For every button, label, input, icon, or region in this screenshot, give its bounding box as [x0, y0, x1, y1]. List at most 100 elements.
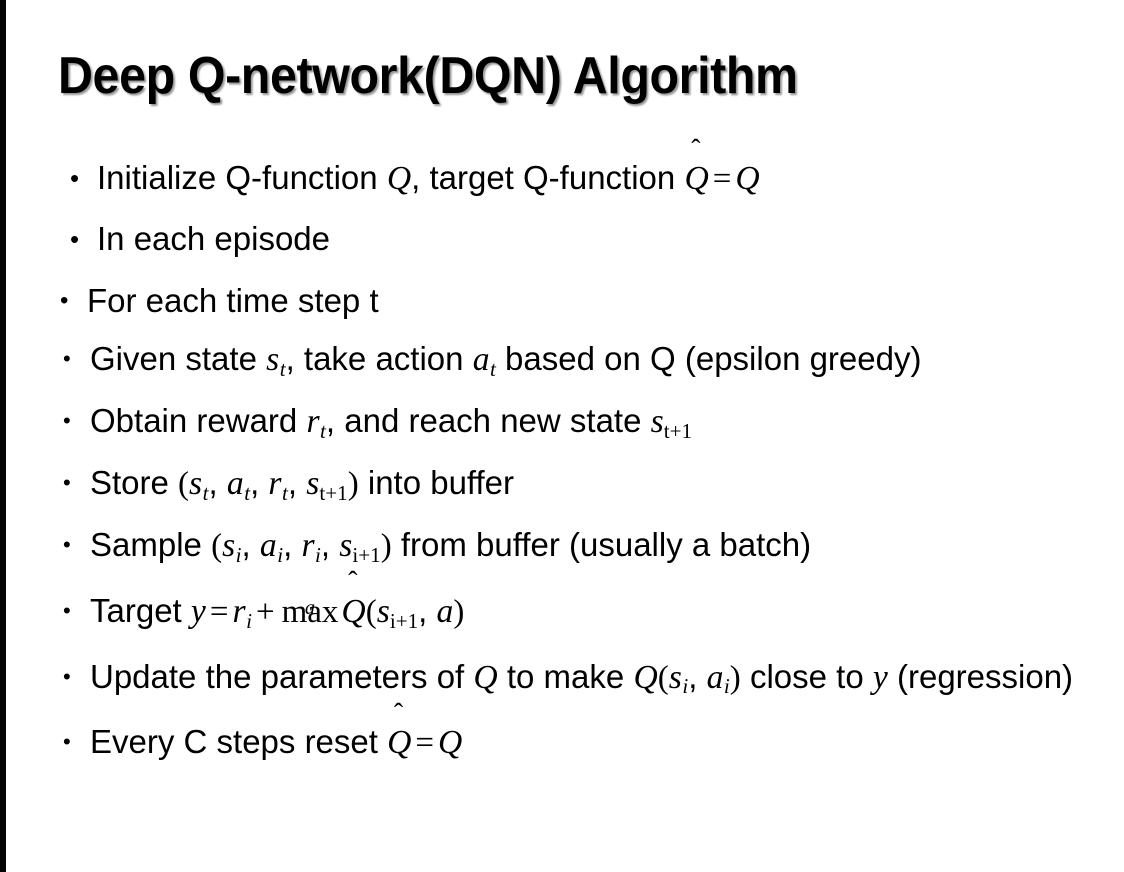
math-var-r: r	[268, 464, 282, 502]
bullet-obtain-reward-text: Obtain reward rt, and reach new state st…	[90, 395, 1114, 457]
math-var-s: s	[266, 341, 280, 378]
math-comma: ,	[241, 525, 260, 563]
bullet-marker-icon: •	[60, 287, 69, 314]
circumflex-hat-icon: ˆ	[348, 565, 358, 597]
math-sub-t: t	[244, 480, 251, 505]
text-given-state-pre: Given state	[90, 340, 267, 377]
math-comma: ,	[688, 657, 707, 695]
math-comma: ,	[287, 463, 307, 501]
text-update-pre: Update the parameters of	[90, 657, 474, 695]
bullet-given-state-text: Given state st, take action at based on …	[90, 333, 1114, 395]
bullet-store-transition: • Store (st, at, rt, st+1) into buffer	[63, 457, 1124, 519]
bullet-obtain-reward: • Obtain reward rt, and reach new state …	[63, 395, 1124, 457]
bullet-marker-icon: •	[63, 531, 71, 557]
bullet-given-state: • Given state st, take action at based o…	[63, 333, 1124, 395]
bullet-for-each-time-step-text: For each time step t	[87, 282, 379, 319]
math-var-s: s	[189, 464, 203, 502]
math-sub-t-plus-1: t+1	[663, 418, 693, 443]
text-obtain-pre: Obtain reward	[90, 401, 307, 439]
circumflex-hat-icon: ˆ	[691, 132, 701, 164]
math-comma: ,	[418, 591, 437, 629]
bullet-for-each-time-step: • For each time step t	[60, 273, 1124, 329]
bullet-marker-icon: •	[63, 729, 71, 755]
text-update-end: (regression)	[887, 657, 1074, 695]
math-sub-i-plus-1: i+1	[352, 542, 381, 567]
math-op-plus: +	[255, 593, 275, 630]
math-paren-close: )	[347, 465, 359, 502]
math-paren-close: )	[729, 659, 741, 696]
circumflex-hat-icon: ˆ	[393, 697, 404, 729]
math-var-s: s	[306, 464, 320, 502]
math-var-y: y	[190, 592, 206, 630]
math-sub-i: i	[235, 542, 242, 567]
bullet-list-level-3: • Given state st, take action at based o…	[0, 333, 1124, 773]
math-sub-t: t	[490, 356, 496, 381]
math-paren-open: (	[365, 593, 377, 630]
bullet-marker-icon: •	[70, 224, 80, 254]
math-op-equals: =	[712, 161, 732, 197]
math-var-Q-2: Q	[735, 160, 760, 197]
math-sub-i: i	[277, 542, 284, 567]
bullet-store-transition-text: Store (st, at, rt, st+1) into buffer	[90, 457, 1114, 519]
math-paren-open: (	[657, 659, 669, 696]
text-update-post: close to	[740, 657, 873, 695]
bullet-marker-icon: •	[70, 163, 80, 193]
math-sub-i: i	[315, 542, 321, 567]
math-var-Q-base: Q	[387, 724, 412, 762]
math-op-equals: =	[415, 725, 435, 762]
math-comma: ,	[208, 463, 227, 501]
math-var-Q: Q	[386, 160, 412, 197]
math-sub-i: i	[723, 674, 730, 699]
math-var-a: a	[259, 526, 277, 564]
slide-body: • Initialize Q-function Q, target Q-func…	[0, 135, 1124, 773]
math-op-max-label: max	[281, 593, 339, 630]
math-sub-t-plus-1: t+1	[319, 480, 348, 505]
math-var-r: r	[232, 592, 246, 630]
bullet-sample-batch: • Sample (si, ai, ri, si+1) from buffer …	[63, 519, 1124, 581]
math-var-s: s	[376, 592, 390, 630]
math-var-a: a	[706, 658, 724, 696]
math-var-Q: Q	[473, 658, 498, 696]
math-var-s: s	[650, 402, 664, 440]
math-comma: ,	[320, 525, 340, 563]
slide-edge-stripe	[0, 0, 6, 872]
math-var-a: a	[226, 464, 244, 502]
math-var-Q-base: Q	[341, 592, 366, 630]
math-sub-i: i	[246, 608, 252, 633]
math-op-max-underscript-a: a	[304, 597, 316, 620]
text-store-post: into buffer	[358, 463, 515, 501]
math-var-y: y	[872, 658, 888, 696]
bullet-list-level-1: • Initialize Q-function Q, target Q-func…	[0, 135, 1124, 269]
bullet-marker-icon: •	[63, 346, 71, 371]
bullet-initialize: • Initialize Q-function Q, target Q-func…	[70, 135, 1124, 209]
bullet-marker-icon: •	[63, 469, 71, 495]
slide-title: Deep Q-network(DQN) Algorithm	[58, 47, 798, 105]
math-var-a: a	[436, 592, 454, 630]
math-sub-t: t	[279, 356, 286, 381]
math-var-Q-base: Q	[684, 160, 709, 197]
text-store-pre: Store	[90, 463, 179, 501]
text-given-state-post: based on Q (epsilon greedy)	[495, 340, 922, 377]
text-update-mid: to make	[497, 657, 634, 695]
text-initialize-mid: , target Q-function	[411, 159, 685, 196]
math-op-equals: =	[209, 593, 229, 630]
math-var-s: s	[222, 526, 236, 564]
math-sub-t: t	[202, 480, 209, 505]
text-given-state-mid: , take action	[285, 340, 473, 377]
math-var-Q-2: Q	[633, 658, 658, 696]
math-sub-t: t	[320, 418, 326, 443]
math-sub-t: t	[282, 480, 288, 505]
text-initialize-pre: Initialize Q-function	[97, 159, 387, 196]
math-comma: ,	[283, 525, 302, 563]
math-var-s: s	[668, 658, 682, 696]
bullet-sample-batch-text: Sample (si, ai, ri, si+1) from buffer (u…	[90, 519, 1114, 581]
bullet-in-each-episode: • In each episode	[70, 209, 1124, 269]
math-var-a: a	[472, 341, 490, 378]
math-comma: ,	[250, 463, 269, 501]
